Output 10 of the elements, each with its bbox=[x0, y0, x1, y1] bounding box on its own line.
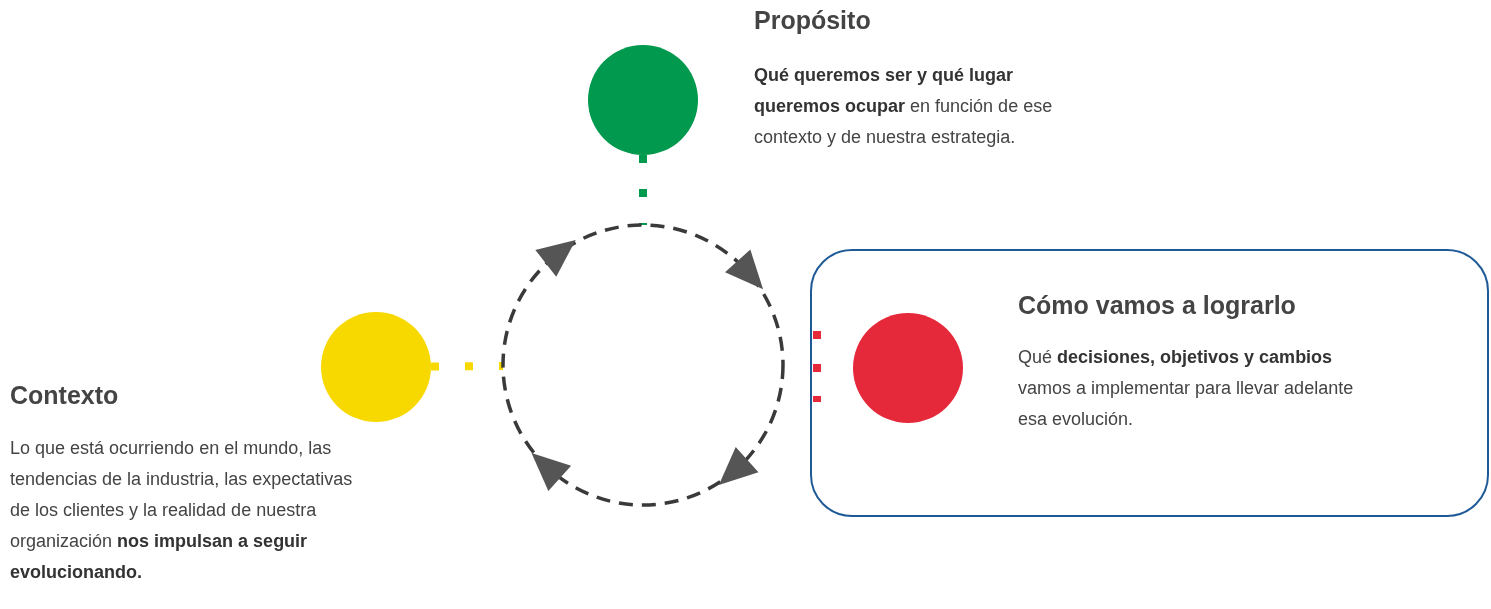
cycle-drawing bbox=[503, 225, 783, 505]
section-heading: Cómo vamos a lograrlo bbox=[1018, 291, 1297, 320]
section-heading: Propósito bbox=[754, 6, 872, 35]
rounded-panel bbox=[810, 249, 1489, 517]
description-text: Qué decisiones, objetivos y cambios vamos a implementar para llevar adelante esa evolución. bbox=[1018, 346, 1355, 431]
description-text: Lo que está ocurriendo en el mundo, las tendencias de la industria, las expectativas de los clientes y la realidad de nuestra organización nos impulsan a seguir evolucionando. bbox=[10, 437, 354, 584]
dotted-connector bbox=[639, 155, 647, 225]
description-text: Qué queremos ser y qué lugar queremos ocupar en función de ese contexto y de nuestra estrategia. bbox=[754, 64, 1054, 149]
section-heading: Contexto bbox=[10, 381, 120, 410]
dotted-connector bbox=[430, 362, 504, 371]
